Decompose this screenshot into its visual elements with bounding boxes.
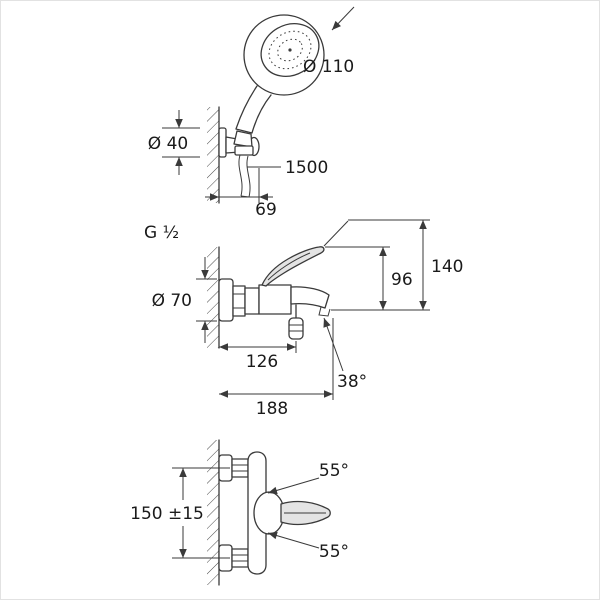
dimension-swivel-top: 55° xyxy=(267,461,349,495)
holder-escutcheon xyxy=(218,127,227,158)
holder-diameter-label: Ø 40 xyxy=(148,134,188,154)
swivel-angle-top-label: 55° xyxy=(319,461,349,481)
mixer-side-view: G ½ Ø 70 96 1 xyxy=(144,219,463,419)
wall-hatching-middle xyxy=(207,247,219,348)
hand-shower-view: Ø 110 Ø 40 1500 69 xyxy=(148,6,355,220)
dimension-diverter-projection: 126 xyxy=(219,341,297,372)
shower-head xyxy=(235,14,325,134)
connection-distance-label: 150 ±15 xyxy=(130,504,204,524)
mixer-body xyxy=(258,284,292,315)
dimension-head-diameter: Ø 110 xyxy=(303,6,355,77)
spout-outlet xyxy=(318,306,331,317)
hose-length-label: 1500 xyxy=(285,158,328,178)
dimension-swivel-bottom: 55° xyxy=(267,531,349,562)
spout-projection-label: 188 xyxy=(256,399,288,419)
dimension-spout-projection: 188 xyxy=(219,318,334,419)
handle-height-label: 96 xyxy=(391,270,413,290)
dimension-escutcheon-diameter: Ø 70 xyxy=(152,257,217,343)
total-height-label: 140 xyxy=(431,257,463,277)
thread-size-label: G ½ xyxy=(144,223,179,243)
mixer-body-neck xyxy=(244,287,260,315)
head-diameter-label: Ø 110 xyxy=(303,57,354,77)
dimension-heights: 96 140 xyxy=(323,219,463,311)
spout-angle-label: 38° xyxy=(337,372,367,392)
cartridge-dome xyxy=(253,491,285,535)
dimension-holder-depth: 69 xyxy=(205,168,277,220)
bottom-union-nut xyxy=(231,548,249,568)
dimension-holder-diameter: Ø 40 xyxy=(148,110,200,175)
swivel-angle-bottom-label: 55° xyxy=(319,542,349,562)
top-union-nut xyxy=(231,458,249,478)
mixer-escutcheon xyxy=(218,278,234,322)
diverter-projection-label: 126 xyxy=(246,352,278,372)
wall-hatching-bottom xyxy=(207,440,219,585)
diverter-knob xyxy=(288,317,304,340)
mixer-connection-nut xyxy=(232,285,246,317)
escutcheon-diameter-label: Ø 70 xyxy=(152,291,192,311)
shower-hose xyxy=(233,130,254,198)
mixer-spout xyxy=(290,286,330,309)
holder-depth-label: 69 xyxy=(255,200,277,220)
installation-view: 150 ±15 55° 55° xyxy=(130,439,349,586)
shower-handle xyxy=(235,85,272,134)
dimension-hose-length: 1500 xyxy=(247,158,328,178)
dimension-connection-distance: 150 ±15 xyxy=(130,467,230,559)
wall-hatching-top xyxy=(207,107,219,203)
mixer-lever-handle xyxy=(261,246,325,287)
